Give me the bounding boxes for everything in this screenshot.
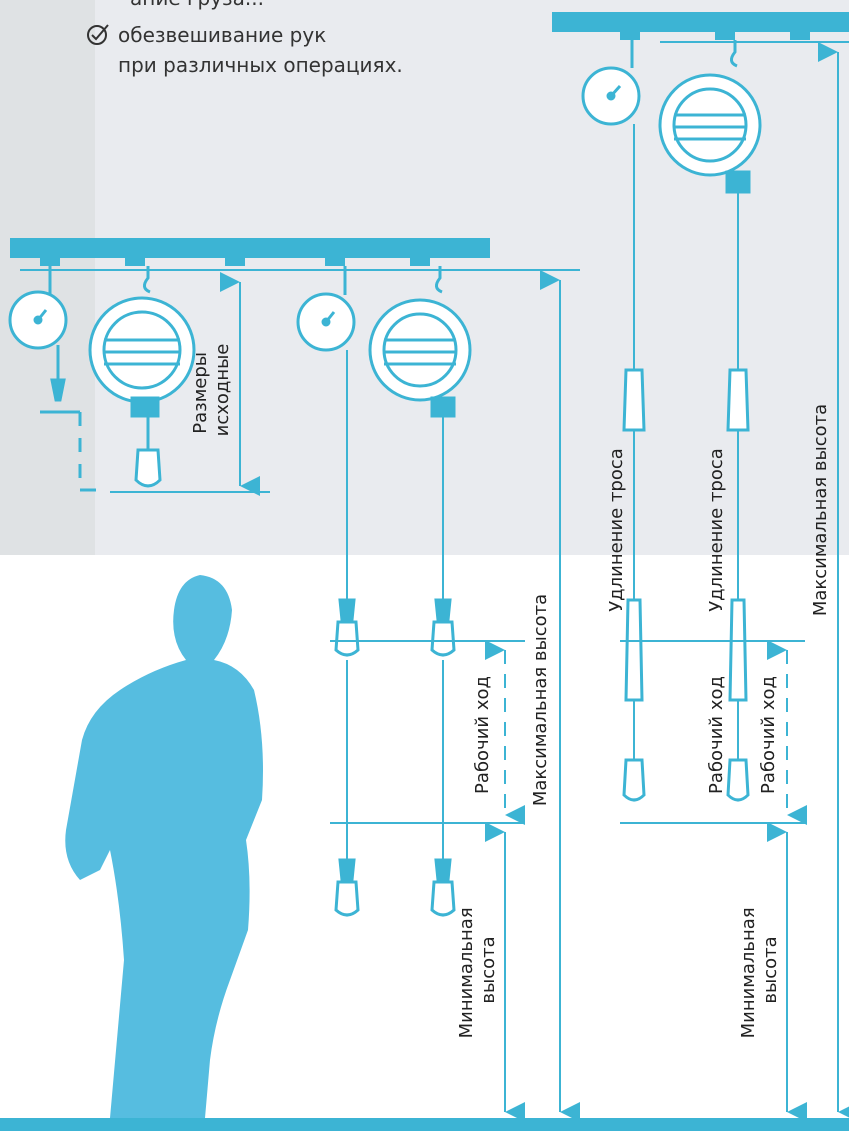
small-balancer-3	[581, 40, 646, 802]
cable-extension-label-1: Удлинение троса	[606, 448, 627, 612]
initial-size-label: Размеры исходные	[190, 344, 233, 437]
initial-size-bracket	[40, 410, 96, 492]
small-balancer-1	[8, 266, 68, 402]
left-rail-mounts	[40, 258, 430, 266]
bullet-item: обезвешивание рук при различных операция…	[86, 20, 506, 80]
max-height-label-1: Максимальная высота	[530, 594, 551, 806]
big-balancer-2	[368, 266, 472, 917]
max-height-label-2: Максимальная высота	[810, 404, 831, 616]
bullet-text: обезвешивание рук при различных операция…	[118, 23, 403, 77]
floor	[0, 1118, 849, 1131]
person-silhouette	[65, 575, 263, 1118]
cable-extension-label-2: Удлинение троса	[706, 448, 727, 612]
big-balancer-1	[88, 266, 196, 488]
partial-bullet-line: ание груза...	[130, 0, 264, 10]
working-stroke-label-2: Рабочий ход	[706, 676, 727, 794]
right-rail	[552, 12, 849, 32]
min-height-label-2: Минимальная высота	[738, 902, 781, 1039]
min-height-label-1: Минимальная высота	[456, 902, 499, 1039]
small-balancer-2	[296, 266, 360, 917]
working-stroke-label-3: Рабочий ход	[758, 676, 779, 794]
check-circle-icon	[87, 24, 109, 45]
big-balancer-3	[658, 40, 762, 802]
working-stroke-label-1: Рабочий ход	[472, 676, 493, 794]
background-panel-left	[0, 0, 95, 555]
right-rail-mounts	[620, 32, 810, 40]
left-rail	[10, 238, 490, 258]
